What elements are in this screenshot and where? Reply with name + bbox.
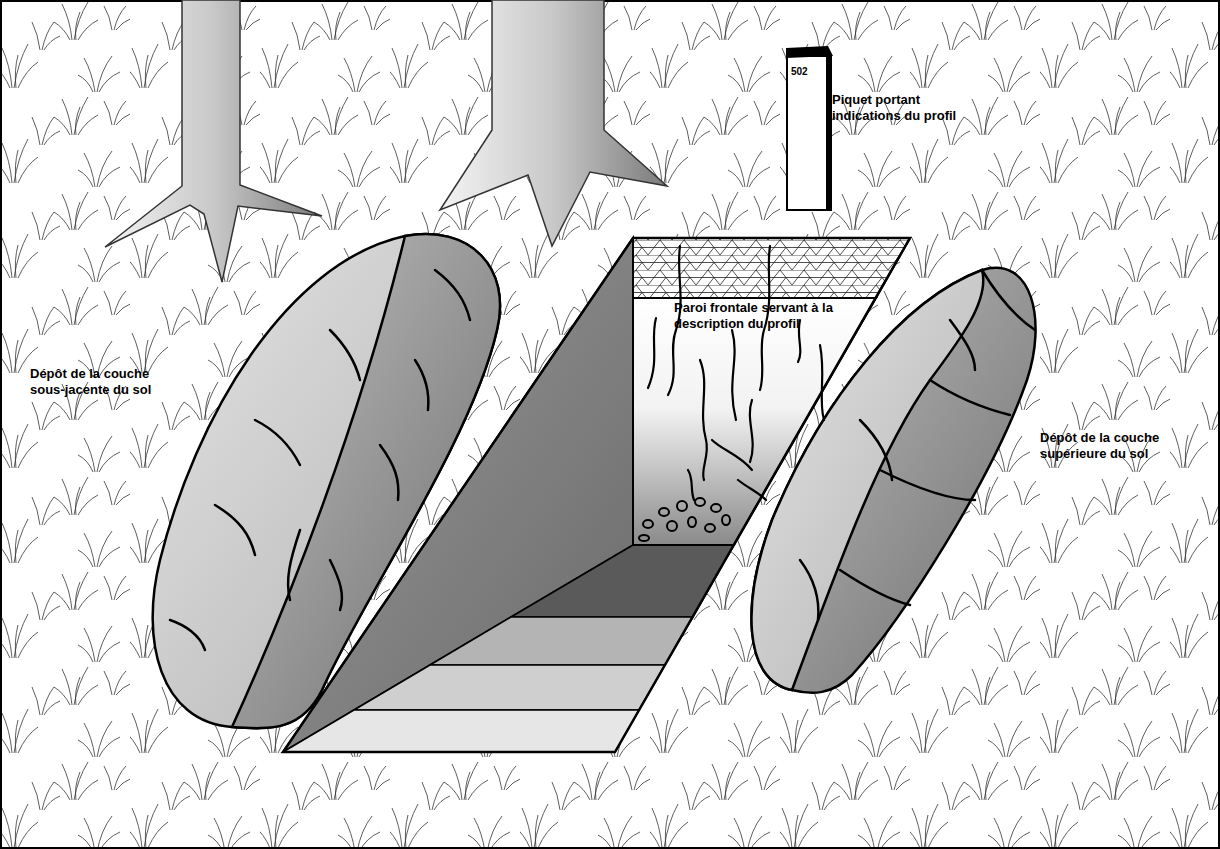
tree-trunk [440, 0, 667, 246]
stake-side [826, 56, 832, 210]
callout-label: Dépôt de la couche sous-jacente du sol [30, 366, 180, 399]
soil-pit [283, 238, 910, 752]
pebbles [639, 498, 730, 541]
stake-cap [786, 46, 833, 58]
pit-step [430, 617, 693, 665]
pit-floor [511, 545, 734, 617]
pit-step [354, 665, 665, 710]
stake-body [787, 56, 831, 210]
pit-step [283, 710, 639, 752]
front-wall-box: Paroi frontale servant à la description … [672, 298, 840, 388]
tree-trunk [105, 0, 322, 282]
stake-label-box: 502 [789, 60, 827, 208]
stake [786, 46, 833, 210]
node-text: 502 [791, 66, 825, 79]
tree-trunks [105, 0, 667, 282]
topsoil-hatch [633, 238, 910, 298]
pit-outline [283, 238, 910, 752]
node-text: Paroi frontale servant à la description … [674, 300, 838, 333]
callout-label: Piquet portant indications du profil [832, 92, 992, 125]
callout-label: Dépôt de la couche supérieure du sol [1040, 430, 1190, 463]
roots [648, 246, 824, 500]
